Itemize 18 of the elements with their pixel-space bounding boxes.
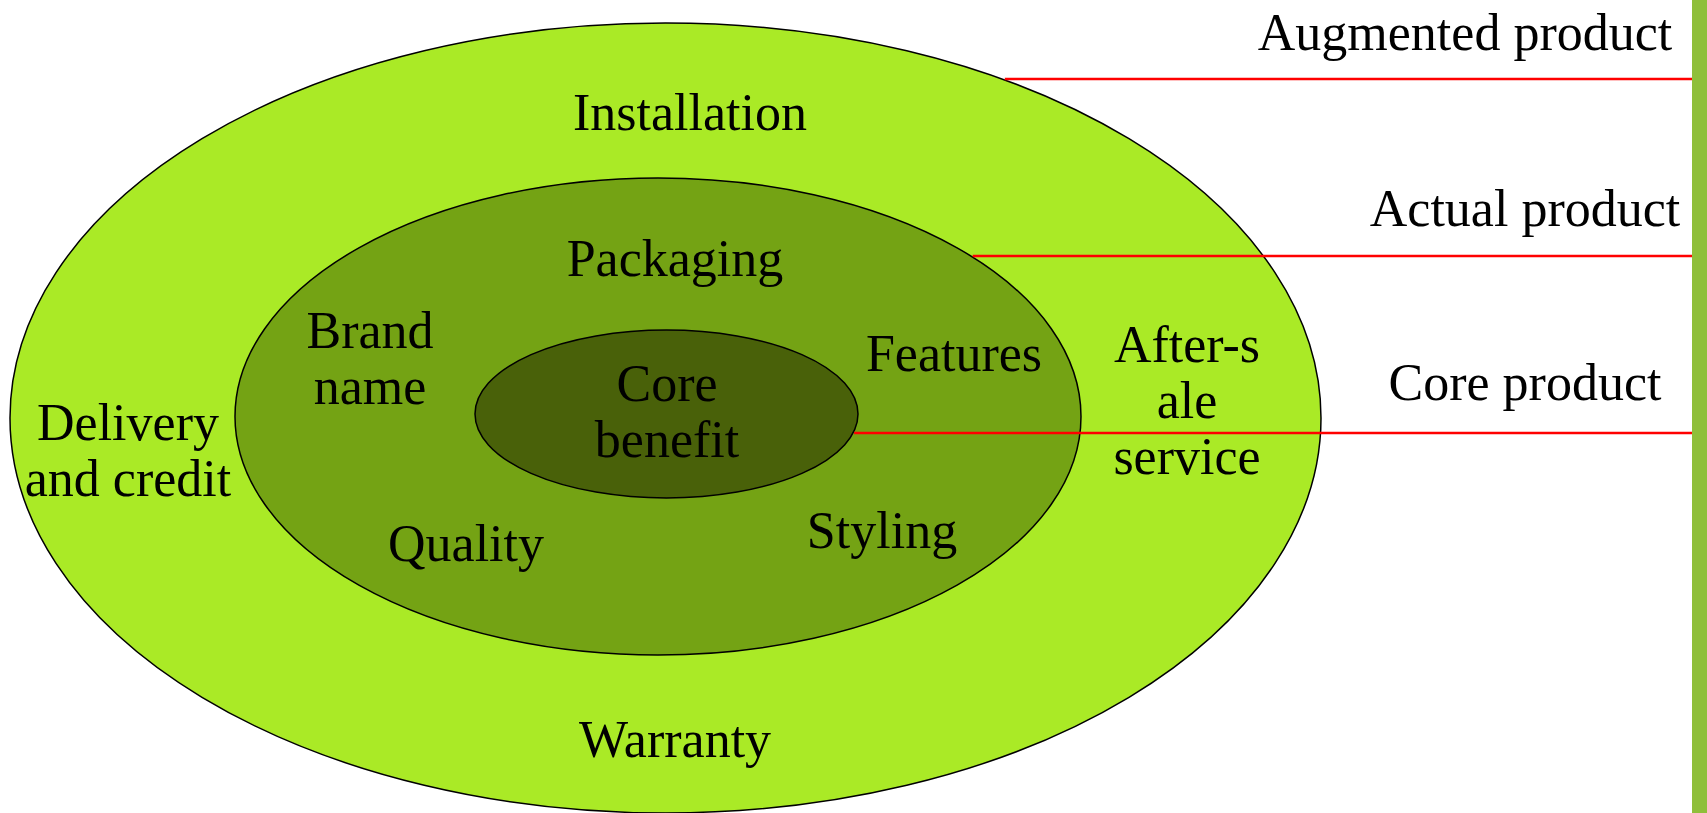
inner-ellipse [474, 329, 859, 499]
middle-ellipse [234, 177, 1082, 656]
layer-item-text: Features [865, 326, 1043, 382]
layer-item-text: Quality [388, 516, 544, 572]
layer-item-text: Core benefit [593, 356, 741, 468]
leader-line [854, 431, 1692, 435]
layer-item-text: Installation [573, 85, 807, 141]
layer-item-text: Warranty [578, 712, 772, 768]
layer-item-text: Packaging [566, 231, 784, 287]
leader-line [1004, 77, 1692, 81]
level-label: Actual product [1369, 181, 1681, 237]
layer-item-text: Delivery and credit [23, 395, 233, 507]
level-label: Core product [1388, 355, 1662, 411]
layer-item-text: Styling [806, 503, 958, 559]
leader-line [972, 254, 1692, 258]
layer-item-text: After-s ale service [1112, 317, 1262, 485]
layer-item-text: Brand name [305, 303, 435, 415]
level-label: Augmented product [1257, 5, 1673, 61]
